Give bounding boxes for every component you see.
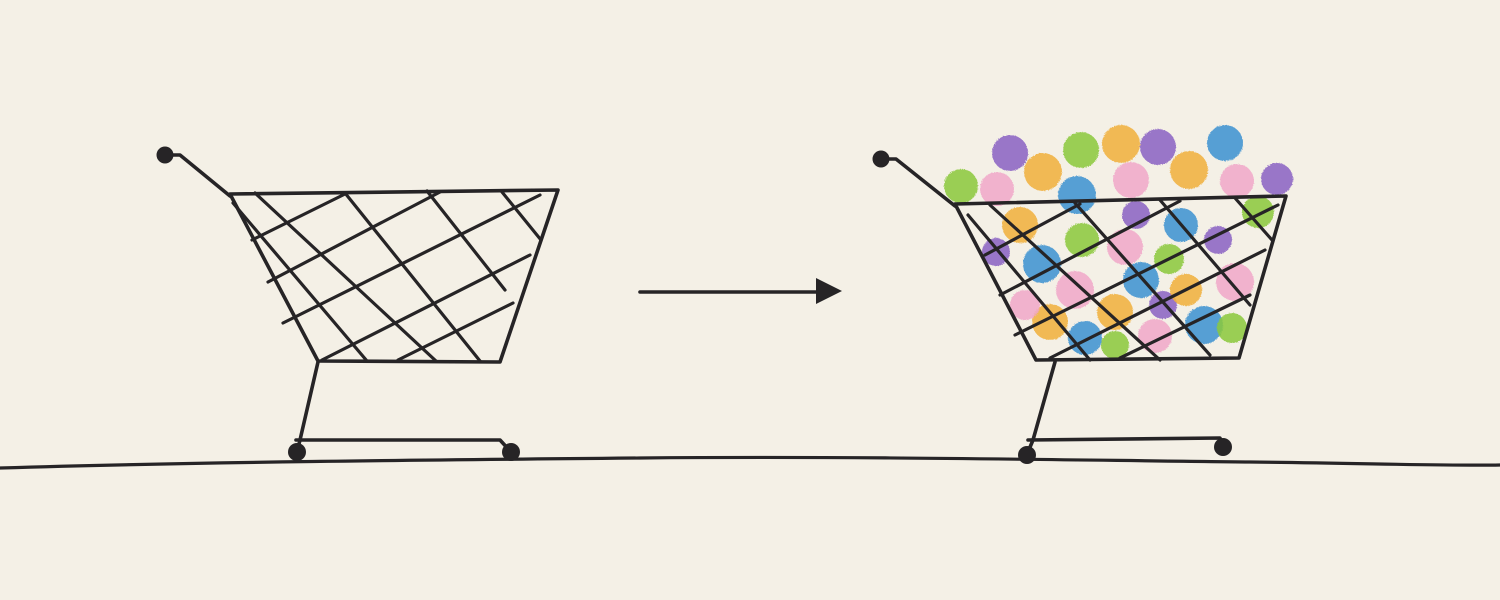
cart-mesh bbox=[966, 196, 1280, 362]
ball-heap bbox=[944, 125, 1293, 214]
cart-wheel-back bbox=[1214, 438, 1232, 456]
orange-ball bbox=[1102, 125, 1140, 163]
cart-wheel-back bbox=[502, 443, 520, 461]
arrow-right-icon bbox=[638, 278, 842, 304]
cart-basket bbox=[228, 188, 560, 364]
blue-ball bbox=[1023, 245, 1061, 283]
purple-ball bbox=[1261, 163, 1293, 195]
cart-wheel-front bbox=[288, 443, 306, 461]
orange-ball bbox=[1002, 207, 1038, 243]
cart-handle bbox=[163, 153, 232, 198]
orange-ball bbox=[1170, 151, 1208, 189]
green-ball bbox=[944, 169, 978, 203]
green-ball bbox=[1217, 313, 1247, 343]
pink-ball bbox=[1216, 263, 1254, 301]
full-cart-icon bbox=[872, 125, 1293, 464]
pink-ball bbox=[1107, 229, 1143, 265]
pink-ball bbox=[1220, 164, 1254, 198]
cart-wheel-front bbox=[1018, 446, 1036, 464]
pink-ball bbox=[1056, 271, 1094, 309]
cart-basket bbox=[953, 194, 1288, 362]
green-ball bbox=[1101, 331, 1129, 359]
empty-cart-icon bbox=[156, 146, 560, 461]
pink-ball bbox=[980, 172, 1014, 206]
blue-ball bbox=[1207, 125, 1243, 161]
purple-ball bbox=[1140, 129, 1176, 165]
blue-ball bbox=[1185, 306, 1223, 344]
ground-line bbox=[0, 455, 1500, 470]
purple-ball bbox=[1204, 226, 1232, 254]
blue-ball bbox=[1058, 176, 1096, 214]
basket-balls bbox=[982, 196, 1274, 359]
purple-ball bbox=[992, 135, 1028, 171]
blue-ball bbox=[1068, 321, 1102, 355]
pink-ball bbox=[1113, 162, 1149, 198]
green-ball bbox=[1063, 132, 1099, 168]
orange-ball bbox=[1024, 153, 1062, 191]
cart-handle bbox=[879, 157, 957, 208]
pink-ball bbox=[1010, 290, 1040, 320]
cart-mesh bbox=[231, 189, 543, 363]
